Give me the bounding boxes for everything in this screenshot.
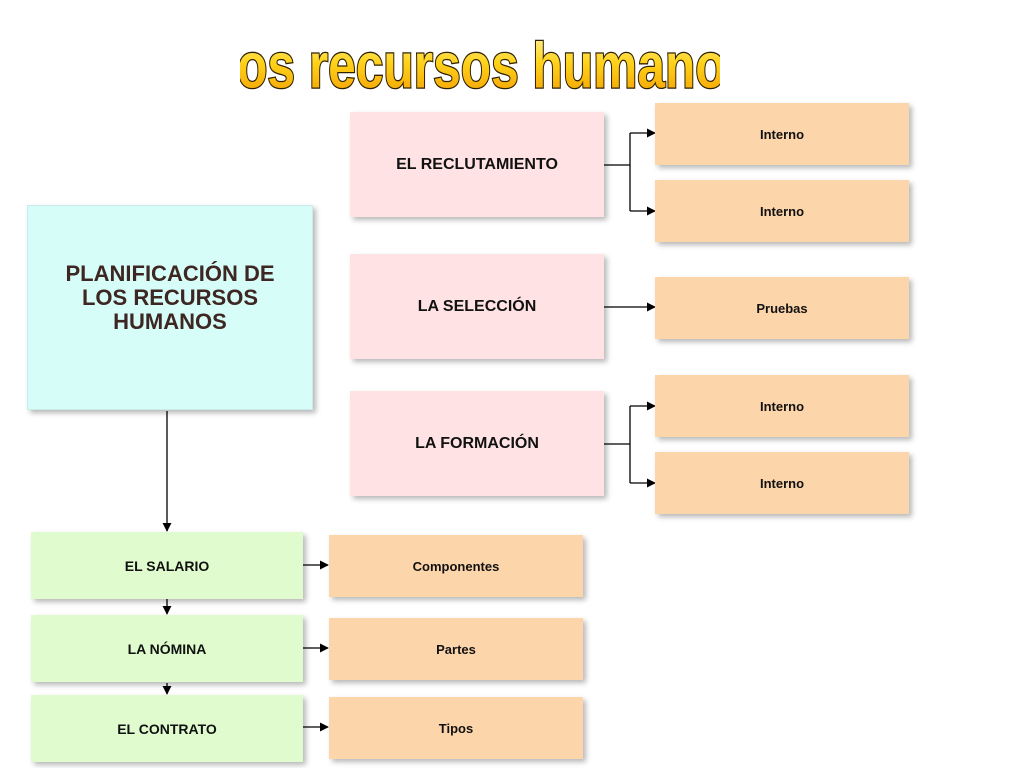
title-text: Los recursos humanos: [240, 31, 720, 102]
branch-label: EL RECLUTAMIENTO: [396, 155, 558, 173]
chain-label: EL SALARIO: [124, 557, 210, 574]
diagram-title: Los recursos humanos: [240, 24, 720, 104]
leaf-label: Tipos: [438, 720, 474, 736]
leaf-label: Pruebas: [756, 300, 808, 316]
leaf-node: Interno: [655, 452, 909, 514]
leaf-label: Interno: [759, 398, 805, 414]
chain-node-nomina: LA NÓMINA: [31, 615, 303, 682]
leaf-label: Interno: [759, 126, 805, 142]
branch-node-reclutamiento: EL RECLUTAMIENTO: [350, 112, 604, 217]
main-node-label: PLANIFICACIÓN DE LOS RECURSOS HUMANOS: [65, 260, 275, 334]
leaf-node: Tipos: [329, 697, 583, 759]
leaf-node: Pruebas: [655, 277, 909, 339]
branch-label: LA SELECCIÓN: [417, 297, 537, 315]
title-wordart: Los recursos humanos: [240, 30, 720, 104]
leaf-label: Partes: [436, 641, 476, 657]
main-node: PLANIFICACIÓN DE LOS RECURSOS HUMANOS: [27, 205, 313, 410]
chain-label: EL CONTRATO: [117, 720, 217, 737]
chain-label: LA NÓMINA: [127, 640, 207, 657]
leaf-label: Componentes: [412, 558, 500, 574]
branch-node-formacion: LA FORMACIÓN: [350, 391, 604, 496]
leaf-node: Interno: [655, 103, 909, 165]
branch-node-seleccion: LA SELECCIÓN: [350, 254, 604, 359]
leaf-label: Interno: [759, 203, 805, 219]
leaf-node: Interno: [655, 375, 909, 437]
connector-formacion-bracket: [604, 406, 631, 483]
chain-node-contrato: EL CONTRATO: [31, 695, 303, 762]
chain-node-salario: EL SALARIO: [31, 532, 303, 599]
leaf-node: Interno: [655, 180, 909, 242]
branch-label: LA FORMACIÓN: [415, 434, 539, 452]
leaf-label: Interno: [759, 475, 805, 491]
leaf-node: Componentes: [329, 535, 583, 597]
connector-reclutamiento-bracket: [604, 133, 631, 211]
leaf-node: Partes: [329, 618, 583, 680]
